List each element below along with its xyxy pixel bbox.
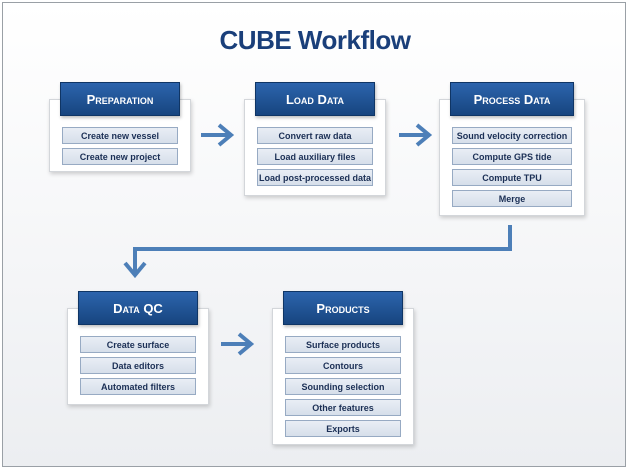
step-create-new-project: Create new project	[62, 148, 178, 165]
step-convert-raw-data: Convert raw data	[257, 127, 373, 144]
step-data-editors: Data editors	[80, 357, 196, 374]
right-arrow-icon	[201, 123, 235, 147]
right-arrow-icon	[221, 332, 255, 356]
step-create-surface: Create surface	[80, 336, 196, 353]
step-compute-gps-tide: Compute GPS tide	[452, 148, 572, 165]
flow-arrows	[123, 123, 512, 356]
right-arrow-icon	[399, 123, 433, 147]
step-merge: Merge	[452, 190, 572, 207]
stage-preparation-header: Preparation	[60, 82, 180, 116]
step-surface-products: Surface products	[285, 336, 401, 353]
stage-process-data-header: Process Data	[450, 82, 574, 116]
step-exports: Exports	[285, 420, 401, 437]
diagram-title: CUBE Workflow	[219, 25, 411, 55]
step-compute-tpu: Compute TPU	[452, 169, 572, 186]
step-create-new-vessel: Create new vessel	[62, 127, 178, 144]
stage-load-data-header: Load Data	[255, 82, 375, 116]
step-load-auxiliary-files: Load auxiliary files	[257, 148, 373, 165]
step-sounding-selection: Sounding selection	[285, 378, 401, 395]
step-automated-filters: Automated filters	[80, 378, 196, 395]
step-other-features: Other features	[285, 399, 401, 416]
step-contours: Contours	[285, 357, 401, 374]
stage-products-header: Products	[283, 291, 403, 325]
step-sound-velocity-correction: Sound velocity correction	[452, 127, 572, 144]
elbow-arrow-icon	[123, 225, 512, 279]
step-load-post-processed-data: Load post-processed data	[257, 169, 373, 186]
stage-data-qc-header: Data QC	[78, 291, 198, 325]
